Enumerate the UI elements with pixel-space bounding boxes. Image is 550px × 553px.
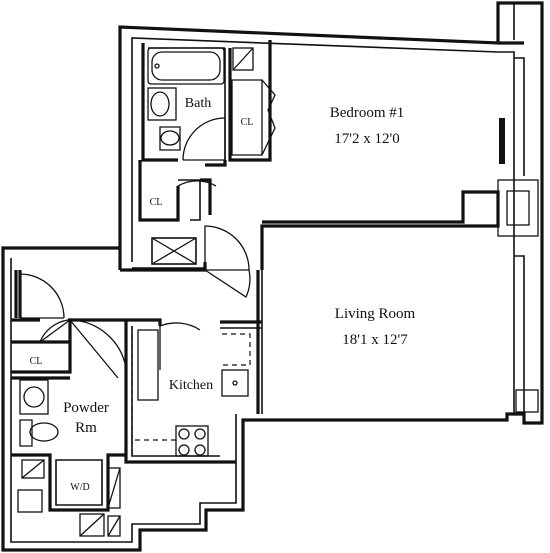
doors (19, 117, 251, 379)
powder-door (69, 319, 127, 379)
stove (175, 425, 209, 457)
kitchen-name: Kitchen (169, 378, 213, 393)
powder-room-name-line1: Powder (63, 400, 109, 416)
interior-walls (11, 40, 500, 512)
hall-closet-label: CL (150, 197, 163, 208)
entry-closet-door (39, 319, 71, 343)
labels: Bedroom #1 17'2 x 12'0 Living Room 18'1 … (30, 96, 416, 493)
bathtub (147, 47, 225, 85)
window-mullion (499, 118, 505, 164)
entry-closet-label: CL (30, 356, 43, 367)
entry-door (19, 273, 65, 319)
powder-toilet (19, 419, 33, 447)
bath-name: Bath (185, 96, 211, 111)
bedroom-door-swing (204, 269, 251, 298)
bath-door (182, 117, 226, 161)
closet-door (177, 180, 217, 220)
window-column (497, 57, 539, 414)
washer-dryer-label: W/D (70, 482, 89, 493)
living-room-dimensions: 18'1 x 12'7 (342, 332, 408, 348)
kitchen-door (159, 322, 201, 370)
bedroom-name: Bedroom #1 (330, 105, 405, 121)
living-room-name: Living Room (335, 306, 416, 322)
bedroom-dimensions: 17'2 x 12'0 (334, 131, 399, 147)
bath-toilet (159, 126, 181, 151)
fixtures (17, 47, 276, 537)
powder-room-name-line2: Rm (75, 420, 97, 436)
bedroom-door (204, 225, 250, 271)
kitchen-sink (221, 369, 249, 397)
bedroom-closet-label: CL (241, 117, 254, 128)
